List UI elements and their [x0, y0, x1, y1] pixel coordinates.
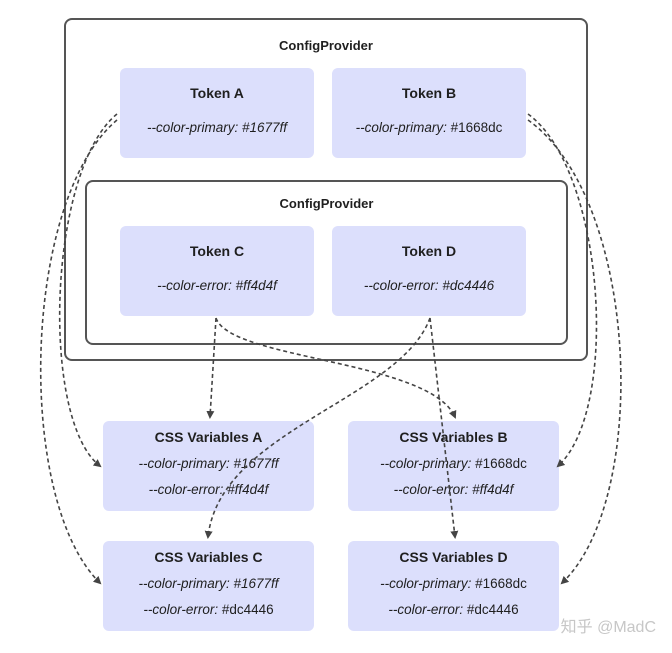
css-variables-c-line2: --color-error: #dc4446 — [143, 602, 274, 617]
token-a-title: Token A — [190, 85, 244, 101]
css-variables-a-line2: --color-error: #ff4d4f — [148, 482, 269, 497]
watermark: 知乎 @MadC — [560, 619, 656, 636]
token-a-line: --color-primary: #1677ff — [146, 120, 288, 135]
css-variables-c-box: CSS Variables C --color-primary: #1677ff… — [103, 541, 314, 631]
token-b-title: Token B — [401, 85, 457, 101]
token-b-line: --color-primary: #1668dc — [355, 120, 503, 135]
css-variables-c-line1: --color-primary: #1677ff — [138, 576, 279, 591]
arrow-token-c-to-css-b — [215, 317, 457, 419]
css-variables-d-title: CSS Variables D — [399, 549, 508, 565]
token-a-box: Token A --color-primary: #1677ff — [120, 68, 314, 158]
token-d-box: Token D --color-error: #dc4446 — [332, 226, 526, 316]
arrow-token-a-to-css-c — [39, 119, 118, 585]
token-c-title: Token C — [189, 243, 245, 259]
css-variables-c-title: CSS Variables C — [154, 549, 263, 565]
css-variables-b-title: CSS Variables B — [399, 429, 508, 445]
css-variables-d-line2: --color-error: #dc4446 — [388, 602, 519, 617]
outer-config-provider-title: ConfigProvider — [279, 38, 373, 53]
token-b-box: Token B --color-primary: #1668dc — [332, 68, 526, 158]
arrow-token-a-to-css-a — [58, 113, 118, 468]
css-variables-a-box: CSS Variables A --color-primary: #1677ff… — [103, 421, 314, 511]
css-variables-b-line1: --color-primary: #1668dc — [380, 456, 527, 471]
token-d-title: Token D — [401, 243, 457, 259]
arrow-token-b-to-css-d — [527, 119, 622, 585]
arrow-token-b-to-css-b — [527, 113, 598, 468]
css-variables-b-box: CSS Variables B --color-primary: #1668dc… — [348, 421, 559, 511]
arrow-token-d-to-css-d — [429, 317, 459, 539]
css-variables-d-line1: --color-primary: #1668dc — [380, 576, 527, 591]
arrow-token-d-to-css-c — [204, 317, 431, 539]
token-c-box: Token C --color-error: #ff4d4f — [120, 226, 314, 316]
token-d-line: --color-error: #dc4446 — [363, 278, 495, 293]
inner-config-provider: ConfigProvider — [85, 180, 568, 345]
css-variables-a-title: CSS Variables A — [154, 429, 263, 445]
arrow-token-c-to-css-a — [206, 317, 217, 419]
inner-config-provider-title: ConfigProvider — [279, 196, 374, 211]
token-c-line: --color-error: #ff4d4f — [157, 278, 277, 293]
css-variables-d-box: CSS Variables D --color-primary: #1668dc… — [348, 541, 559, 631]
